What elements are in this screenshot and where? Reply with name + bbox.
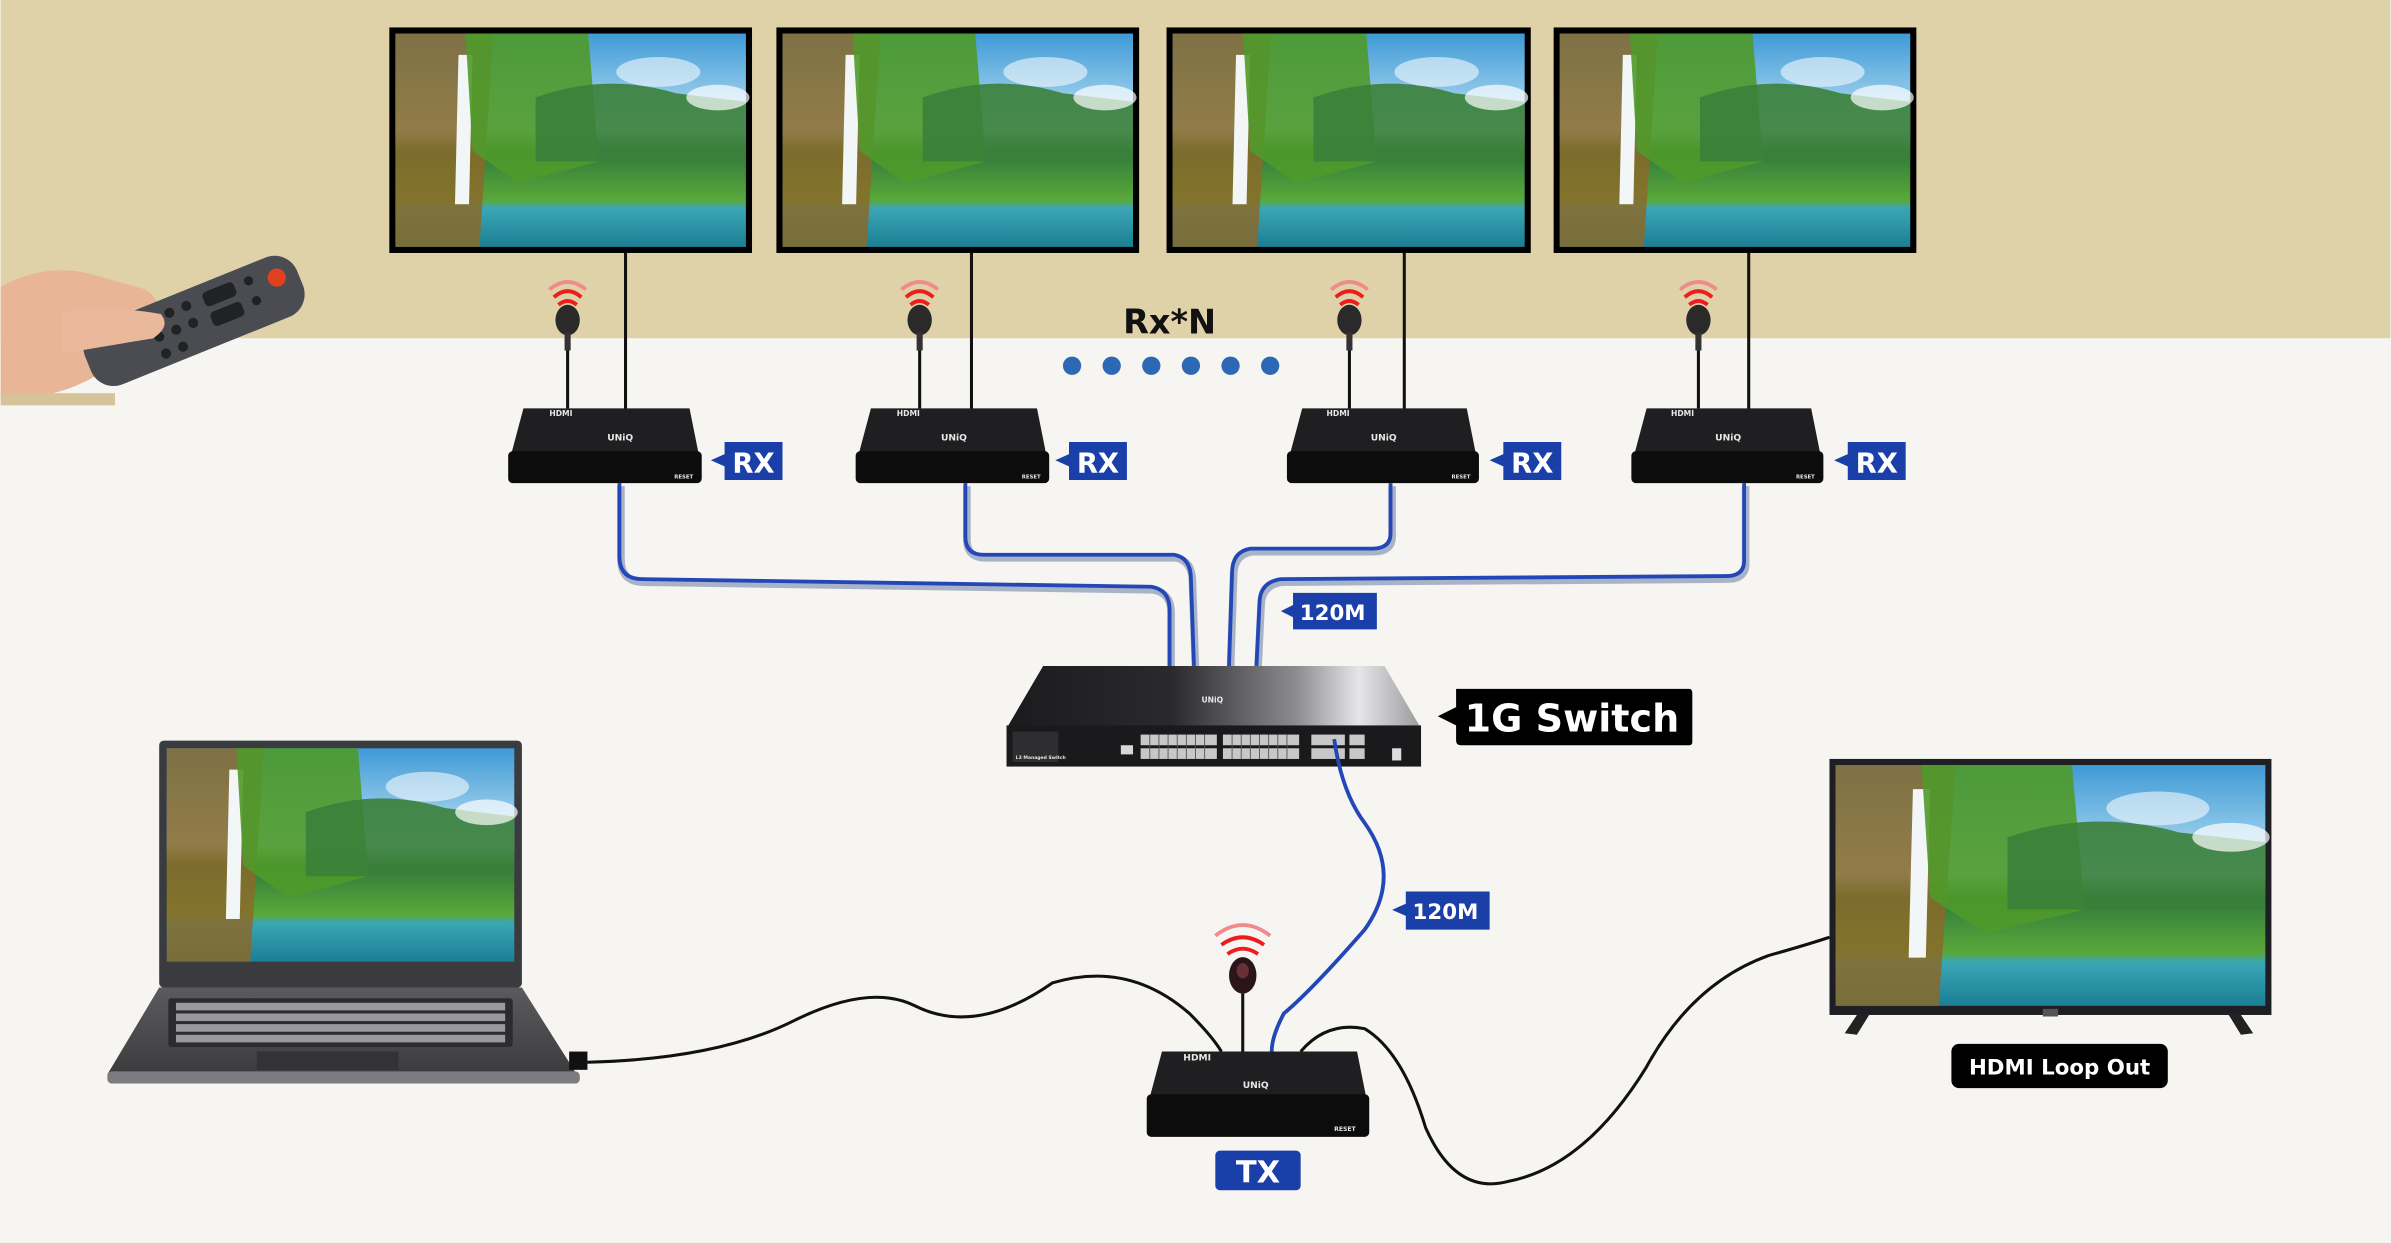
rx-receiver-3: HDMI UNiQ RESET — [1286, 408, 1479, 484]
rx-receiver-1: HDMI UNiQ RESET — [508, 408, 702, 484]
tx-callout: TX — [1215, 1150, 1301, 1191]
display-tv-3 — [1166, 27, 1531, 412]
dot — [1062, 356, 1082, 375]
rx-receiver-4: HDMI UNiQ RESET — [1631, 408, 1824, 484]
dot — [1181, 356, 1201, 375]
rx-callout-4: RX — [1834, 441, 1906, 481]
svg-text:120M: 120M — [1300, 601, 1366, 626]
dot — [1221, 356, 1240, 375]
hand-remote-icon — [0, 255, 305, 406]
rx-callout-1: RX — [710, 441, 783, 481]
tx-port-text: HDMI — [1183, 1054, 1211, 1064]
svg-text:RX: RX — [1856, 448, 1898, 479]
switch-brand: UNiQ — [1201, 696, 1223, 705]
svg-text:RX: RX — [1511, 448, 1553, 479]
svg-text:RX: RX — [1077, 448, 1119, 479]
switch-callout: 1G Switch — [1437, 688, 1693, 746]
ir-receiver-icon-3 — [1329, 280, 1369, 409]
laptop-source — [107, 740, 588, 1084]
rx-reset-text: RESET — [1452, 475, 1471, 481]
rx-count-label: Rx*N — [1123, 303, 1216, 342]
svg-text:TX: TX — [1236, 1156, 1280, 1191]
cable-length-callout-lower: 120M — [1392, 891, 1490, 930]
svg-text:120M: 120M — [1413, 900, 1479, 925]
rx-port-text: HDMI — [897, 409, 920, 418]
ir-emitter-icon — [1214, 923, 1272, 1052]
svg-text:HDMI Loop Out: HDMI Loop Out — [1969, 1055, 2150, 1080]
rx-brand: UNiQ — [607, 433, 633, 443]
network-switch: L3 Managed Switch UNiQ — [1006, 665, 1422, 767]
loop-out-tv — [1829, 758, 2272, 1035]
ir-receiver-icon-4 — [1678, 280, 1718, 409]
svg-text:1G Switch: 1G Switch — [1465, 697, 1680, 741]
rx-reset-text: RESET — [1796, 475, 1815, 481]
tx-brand: UNiQ — [1243, 1081, 1269, 1091]
rx-port-text: HDMI — [1327, 409, 1350, 418]
rx-port-text: HDMI — [1671, 409, 1694, 418]
ellipsis-dots — [1062, 356, 1280, 375]
rx-callout-2: RX — [1055, 441, 1127, 481]
rx-port-text: HDMI — [549, 409, 572, 418]
tx-reset-text: RESET — [1334, 1126, 1356, 1133]
dot — [1261, 356, 1280, 375]
network-cable-tx — [1269, 738, 1386, 1052]
switch-model-text: L3 Managed Switch — [1016, 755, 1066, 761]
svg-text:RX: RX — [732, 448, 774, 479]
display-tv-2 — [776, 27, 1140, 412]
loop-out-callout: HDMI Loop Out — [1951, 1043, 2168, 1089]
rx-brand: UNiQ — [1715, 433, 1741, 443]
ir-receiver-icon-2 — [900, 280, 940, 409]
rx-brand: UNiQ — [941, 433, 967, 443]
ir-receiver-icon-1 — [548, 280, 588, 409]
display-tv-4 — [1553, 27, 1917, 412]
rx-callout-3: RX — [1489, 441, 1562, 481]
rx-receiver-2: HDMI UNiQ RESET — [855, 408, 1050, 484]
rx-reset-text: RESET — [674, 475, 693, 481]
cable-length-callout-upper: 120M — [1280, 592, 1377, 630]
dot — [1102, 356, 1121, 375]
dot — [1142, 356, 1161, 375]
rx-reset-text: RESET — [1022, 475, 1041, 481]
network-cables-rx — [617, 483, 1750, 670]
rx-brand: UNiQ — [1371, 433, 1397, 443]
hdmi-cables — [587, 935, 1830, 1186]
tx-transmitter: HDMI UNiQ RESET — [1146, 1051, 1370, 1137]
display-tv-1 — [389, 27, 753, 412]
